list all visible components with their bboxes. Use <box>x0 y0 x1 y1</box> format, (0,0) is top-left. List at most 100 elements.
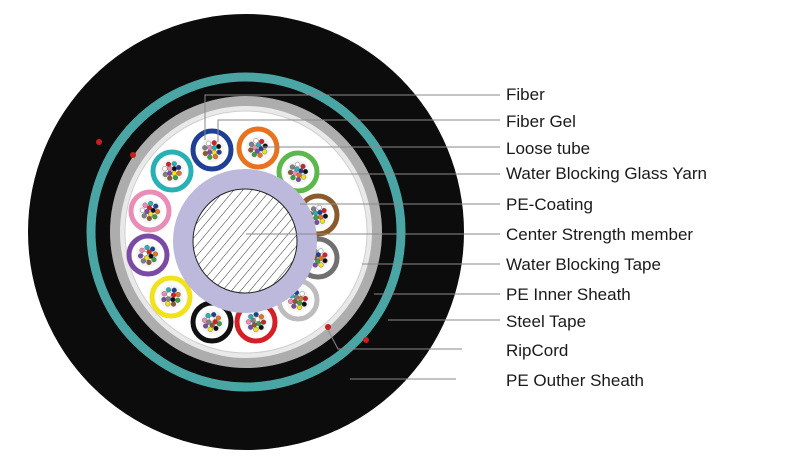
fiber <box>257 152 263 158</box>
fiber <box>261 149 268 155</box>
leader-line <box>217 119 500 142</box>
label-steel-tape: Steel Tape <box>506 312 587 331</box>
fiber <box>260 319 267 325</box>
label-fiber-gel: Fiber Gel <box>506 112 576 131</box>
fiber <box>318 255 324 261</box>
loose-tube <box>190 128 234 172</box>
label-ripcord: RipCord <box>506 341 569 360</box>
leader-line <box>327 329 462 350</box>
fiber <box>211 149 217 155</box>
fiber-gel <box>159 285 183 309</box>
fiber <box>248 147 254 153</box>
fiber <box>300 174 307 180</box>
fiber <box>316 204 322 211</box>
fiber <box>175 291 181 298</box>
loose-tube <box>150 149 194 193</box>
fiber <box>166 291 172 298</box>
fiber <box>162 171 168 178</box>
fiber <box>165 301 171 307</box>
fiber <box>322 213 329 219</box>
fiber <box>203 323 209 329</box>
fiber <box>171 161 177 167</box>
fiber <box>216 149 222 155</box>
fiber <box>322 252 328 258</box>
fiber <box>296 304 303 310</box>
label-pe-outer-sheath: PE Outher Sheath <box>506 371 644 390</box>
fiber <box>296 300 303 306</box>
fiber <box>139 247 145 254</box>
label-fiber: Fiber <box>506 85 545 104</box>
fiber <box>258 314 264 320</box>
ripcord-left-inner <box>130 152 136 158</box>
fiber <box>318 262 324 268</box>
fiber <box>205 140 212 146</box>
fiber <box>251 322 258 328</box>
fiber <box>152 251 159 257</box>
fiber <box>253 311 259 318</box>
fiber <box>207 149 213 155</box>
fiber <box>322 258 328 264</box>
fiber <box>318 248 324 254</box>
fiber <box>216 143 222 150</box>
label-pe-inner-sheath: PE Inner Sheath <box>506 285 631 304</box>
fiber <box>302 168 309 175</box>
loose-tube <box>190 300 234 344</box>
fiber <box>137 253 144 259</box>
fiber <box>139 207 146 213</box>
fiber <box>211 140 217 146</box>
fiber-gel <box>160 159 184 183</box>
fiber <box>154 209 161 215</box>
label-pe-coating: PE-Coating <box>506 195 593 214</box>
fiber <box>290 174 296 181</box>
fiber <box>207 154 213 160</box>
fiber <box>315 258 321 264</box>
fiber <box>289 164 296 170</box>
fiber <box>172 175 179 181</box>
fiber <box>317 209 323 216</box>
fiber <box>294 161 301 168</box>
fiber <box>314 219 320 226</box>
label-loose-tube: Loose tube <box>506 139 591 158</box>
leader-line <box>204 94 500 140</box>
fiber <box>254 148 260 154</box>
fiber <box>171 166 177 172</box>
fiber <box>245 319 252 325</box>
label-water-blocking-tape: Water Blocking Tape <box>506 255 661 274</box>
fiber <box>251 151 257 158</box>
steel-tape-ring <box>86 72 406 392</box>
fiber <box>146 205 152 211</box>
fiber <box>140 258 147 264</box>
fiber <box>292 298 298 305</box>
fiber <box>212 319 218 325</box>
fiber <box>287 169 294 176</box>
fiber <box>211 145 217 151</box>
fiber <box>148 200 154 207</box>
fiber <box>171 287 177 293</box>
fiber <box>291 303 297 309</box>
fiber <box>293 294 300 300</box>
fiber <box>300 163 306 170</box>
fiber <box>165 296 172 302</box>
fiber <box>253 326 259 333</box>
fiber <box>150 246 156 252</box>
fiber <box>202 145 208 151</box>
loose-tube <box>126 233 170 277</box>
fiber <box>152 214 158 220</box>
loose-tube <box>149 275 193 319</box>
fiber <box>248 141 255 147</box>
fiber <box>153 203 159 209</box>
ripcord-left <box>96 139 102 145</box>
fiber <box>299 291 305 297</box>
fiber <box>176 164 182 171</box>
fiber <box>258 324 264 330</box>
fiber <box>146 259 152 266</box>
fiber <box>253 138 259 144</box>
fiber <box>212 154 219 160</box>
fiber <box>165 287 172 293</box>
fiber <box>141 213 147 219</box>
fiber <box>298 295 304 302</box>
fiber <box>213 325 219 331</box>
fiber <box>256 142 262 148</box>
loose-tube <box>236 126 280 170</box>
